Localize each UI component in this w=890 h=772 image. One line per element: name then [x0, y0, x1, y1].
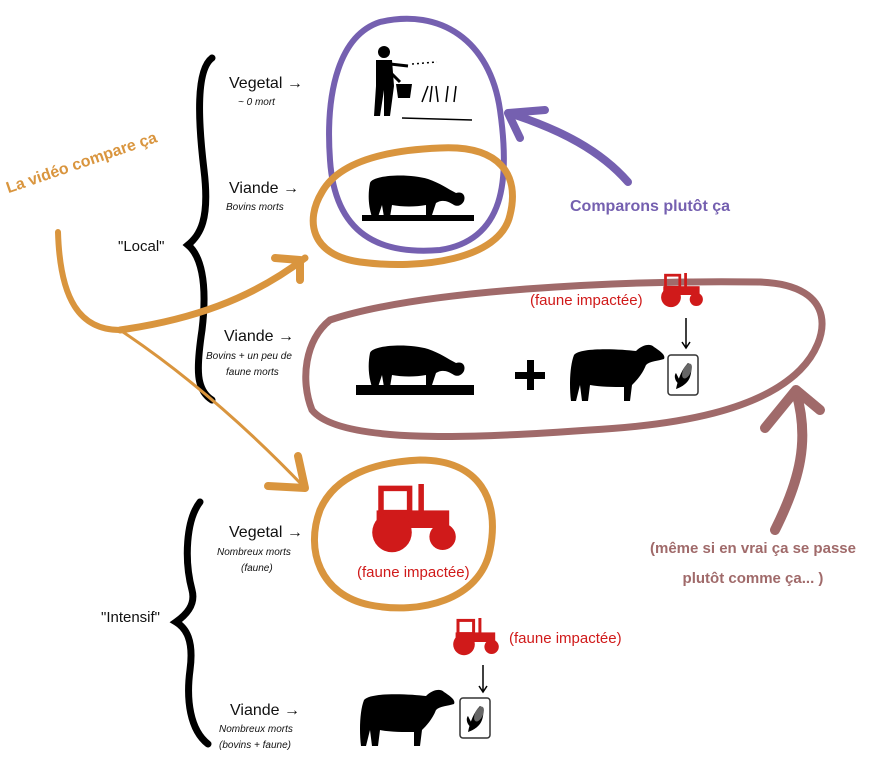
arrow-down-intensif [478, 665, 488, 694]
mauve-ellipse [302, 278, 826, 440]
intensif-viande-title: Viande → [230, 702, 300, 719]
intensif-vegetal-title: Vegetal → [229, 524, 303, 541]
purple-arrow [511, 111, 632, 186]
tractor-icon-intensif [372, 484, 456, 552]
tractor-icon-intensif-viande [451, 616, 501, 657]
intensif-vegetal-detail-1: Nombreux morts [217, 547, 291, 558]
arrow-down-mix [681, 318, 691, 350]
local-mix-title: Viande → [224, 328, 294, 345]
corn-icon-mix [667, 354, 699, 396]
group-label-local: "Local" [118, 238, 165, 255]
brace-intensif [169, 498, 212, 748]
purple-circle [326, 15, 507, 254]
annotation-meme-si-line1: (même si en vrai ça se passe [650, 540, 856, 557]
local-vegetal-title: Vegetal → [229, 75, 303, 92]
orange-arrow-trunk [55, 229, 123, 333]
tractor-icon-mix [659, 271, 705, 309]
orange-circle-local [309, 144, 516, 268]
orange-arrow-to-local [116, 254, 309, 334]
annotation-meme-si-line2: plutôt comme ça... ) [682, 570, 824, 587]
annotation-comparons: Comparons plutôt ça [570, 198, 731, 215]
intensif-viande-detail-2: (bovins + faune) [219, 740, 291, 751]
tractor-label-mix: (faune impactée) [530, 292, 643, 309]
local-viande-title: Viande → [229, 180, 299, 197]
farmer-sowing-icon [374, 46, 473, 121]
local-mix-detail-2: faune morts [226, 367, 279, 378]
grazing-cow-icon-mix [356, 345, 474, 395]
intensif-viande-detail-1: Nombreux morts [219, 724, 293, 735]
group-label-intensif: "Intensif" [101, 609, 161, 626]
local-vegetal-detail: ~ 0 mort [238, 97, 275, 108]
tractor-label-intensif-viande: (faune impactée) [509, 630, 622, 647]
tractor-label-intensif-vegetal: (faune impactée) [357, 564, 470, 581]
local-viande-detail: Bovins morts [226, 202, 284, 213]
grazing-cow-icon [362, 175, 474, 221]
mauve-arrow [770, 387, 808, 535]
local-mix-detail-1: Bovins + un peu de [206, 351, 292, 362]
annotation-meme-si: (même si en vrai ça se passe plutôt comm… [650, 534, 856, 594]
orange-circle-intensif [310, 456, 496, 612]
plus-icon [515, 360, 545, 390]
standing-cow-icon-mix [570, 344, 665, 401]
corn-icon-intensif [459, 697, 491, 739]
standing-cow-icon-intensif [360, 689, 455, 746]
intensif-vegetal-detail-2: (faune) [241, 563, 273, 574]
orange-arrow-to-intensif [118, 328, 307, 490]
brace-local [182, 54, 216, 404]
